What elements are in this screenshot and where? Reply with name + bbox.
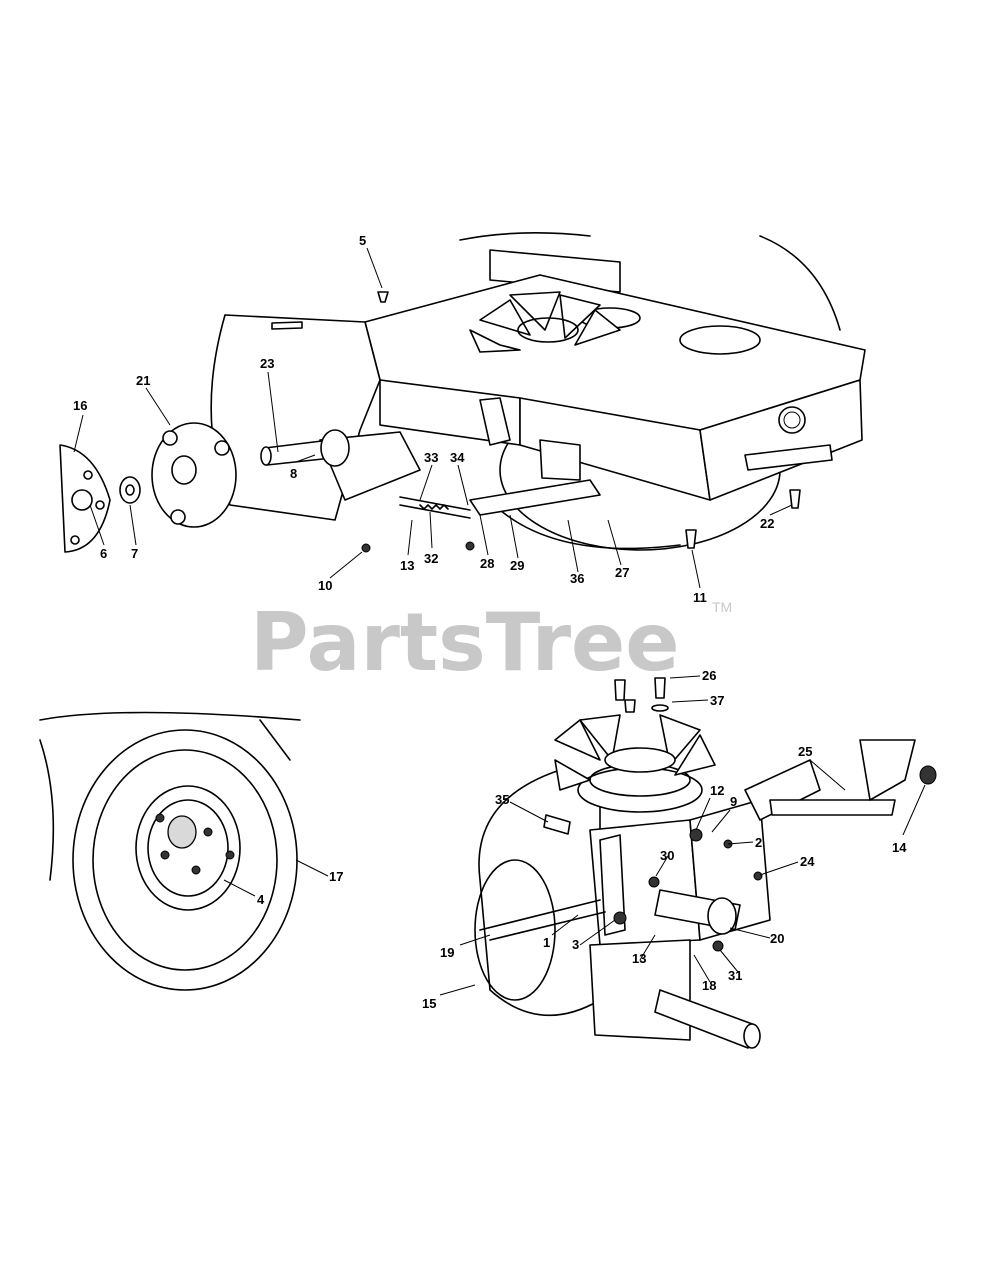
callout-label: 33 xyxy=(424,450,438,465)
callout-label: 29 xyxy=(510,558,524,573)
top-assembly-drawing xyxy=(59,232,866,553)
wheel-detail-drawing xyxy=(39,711,301,991)
callout-label: 8 xyxy=(290,466,297,481)
callout-label: 7 xyxy=(131,546,138,561)
callout-label: 19 xyxy=(440,945,454,960)
callout-label: 37 xyxy=(710,693,724,708)
fan-upper xyxy=(469,291,621,353)
callout-label: 32 xyxy=(424,551,438,566)
transmission-drawing xyxy=(474,677,937,1049)
callout-labels: 5 16 21 23 8 33 34 6 7 10 13 32 28 29 36… xyxy=(73,233,907,1011)
callout-label: 6 xyxy=(100,546,107,561)
callout-label: 13 xyxy=(632,951,646,966)
callout-label: 23 xyxy=(260,356,274,371)
callout-label: 1 xyxy=(543,935,550,950)
callout-label: 15 xyxy=(422,996,436,1011)
watermark-trademark: TM xyxy=(712,599,732,615)
callout-label: 36 xyxy=(570,571,584,586)
callout-label: 17 xyxy=(329,869,343,884)
callout-label: 16 xyxy=(73,398,87,413)
callout-label: 27 xyxy=(615,565,629,580)
callout-label: 11 xyxy=(693,590,707,605)
callout-label: 12 xyxy=(710,783,724,798)
callout-label: 9 xyxy=(730,794,737,809)
callout-label: 10 xyxy=(318,578,332,593)
callout-label: 14 xyxy=(892,840,907,855)
callout-label: 35 xyxy=(495,792,509,807)
callout-label: 25 xyxy=(798,744,812,759)
callout-label: 30 xyxy=(660,848,674,863)
callout-label: 26 xyxy=(702,668,716,683)
callout-label: 22 xyxy=(760,516,774,531)
callout-label: 24 xyxy=(800,854,815,869)
leader-lines xyxy=(73,247,926,996)
callout-label: 31 xyxy=(728,968,742,983)
callout-label: 13 xyxy=(400,558,414,573)
watermark-brand: PartsTree xyxy=(250,596,680,689)
callout-label: 18 xyxy=(702,978,716,993)
callout-label: 34 xyxy=(450,450,465,465)
callout-label: 4 xyxy=(257,892,265,907)
callout-label: 21 xyxy=(136,373,150,388)
callout-label: 28 xyxy=(480,556,494,571)
callout-label: 20 xyxy=(770,931,784,946)
callout-label: 3 xyxy=(572,937,579,952)
callout-label: 2 xyxy=(755,835,762,850)
callout-label: 5 xyxy=(359,233,366,248)
fan-lower xyxy=(554,714,716,791)
